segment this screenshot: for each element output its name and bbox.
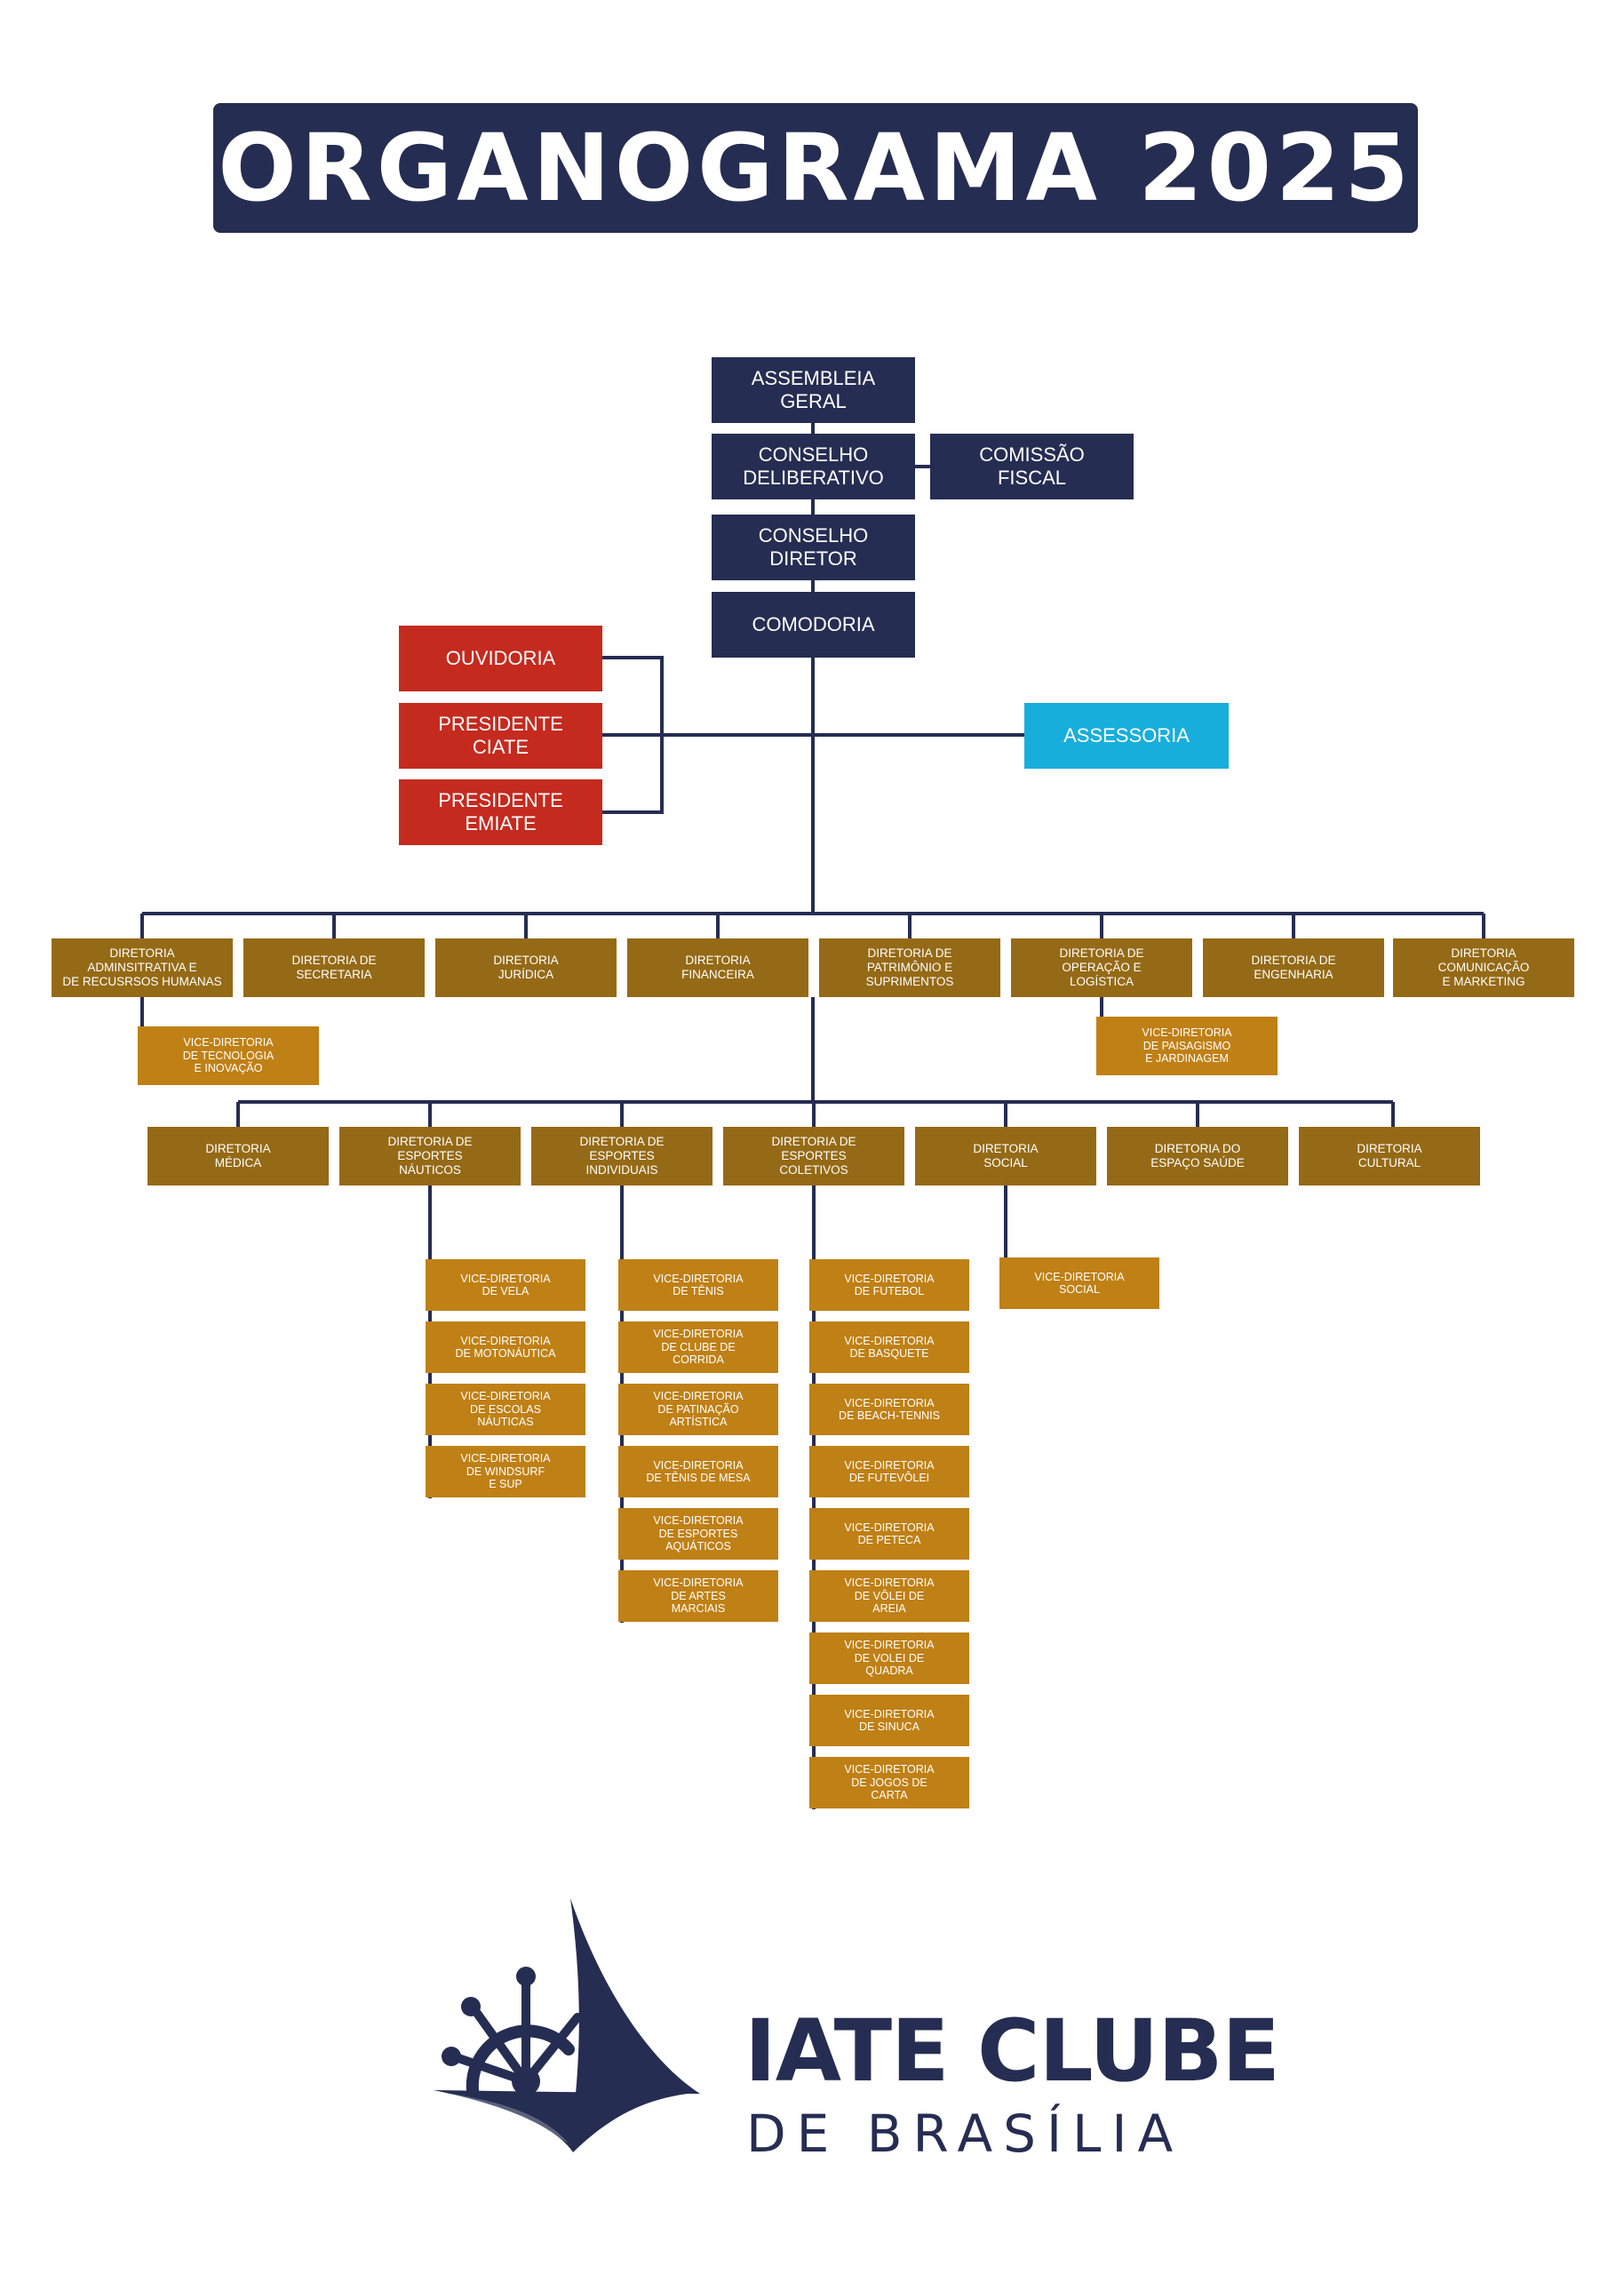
title-banner: ORGANOGRAMA 2025: [213, 103, 1418, 233]
box-vice-escolas-nauticas: VICE-DIRETORIA DE ESCOLAS NÁUTICAS: [426, 1384, 585, 1435]
box-vice-volei-quadra: VICE-DIRETORIA DE VOLEI DE QUADRA: [809, 1632, 969, 1684]
box-comissao-fiscal: COMISSÃO FISCAL: [930, 434, 1134, 499]
logo-subtitle: DE BRASÍLIA: [746, 2103, 1184, 2164]
box-vice-esportes-aquaticos: VICE-DIRETORIA DE ESPORTES AQUÁTICOS: [618, 1508, 778, 1560]
box-assessoria: ASSESSORIA: [1024, 703, 1229, 769]
box-vice-sinuca: VICE-DIRETORIA DE SINUCA: [809, 1695, 969, 1746]
box-vice-paisagismo: VICE-DIRETORIA DE PAISAGISMO E JARDINAGE…: [1096, 1017, 1278, 1075]
box-vice-peteca: VICE-DIRETORIA DE PETECA: [809, 1508, 969, 1560]
box-dir-individuais: DIRETORIA DE ESPORTES INDIVIDUAIS: [531, 1127, 712, 1185]
box-dir-administrativa: DIRETORIA ADMINSITRATIVA E DE RECUSRSOS …: [52, 938, 233, 997]
box-dir-comunicacao: DIRETORIA COMUNICAÇÃO E MARKETING: [1393, 938, 1574, 997]
box-vice-motonautica: VICE-DIRETORIA DE MOTONÁUTICA: [426, 1321, 585, 1373]
iate-clube-logo-icon: [434, 1898, 700, 2152]
box-vice-beach-tennis: VICE-DIRETORIA DE BEACH-TENNIS: [809, 1384, 969, 1435]
box-vice-volei-areia: VICE-DIRETORIA DE VÔLEI DE AREIA: [809, 1570, 969, 1622]
box-ouvidoria: OUVIDORIA: [399, 626, 602, 691]
box-vice-clube-corrida: VICE-DIRETORIA DE CLUBE DE CORRIDA: [618, 1321, 778, 1373]
page-title: ORGANOGRAMA 2025: [218, 114, 1413, 222]
box-conselho-deliberativo: CONSELHO DELIBERATIVO: [712, 434, 915, 499]
box-vice-jogos-carta: VICE-DIRETORIA DE JOGOS DE CARTA: [809, 1757, 969, 1808]
box-dir-secretaria: DIRETORIA DE SECRETARIA: [243, 938, 425, 997]
box-dir-engenharia: DIRETORIA DE ENGENHARIA: [1203, 938, 1384, 997]
box-dir-operacao: DIRETORIA DE OPERAÇÃO E LOGÍSTICA: [1011, 938, 1192, 997]
box-vice-tenis: VICE-DIRETORIA DE TÊNIS: [618, 1259, 778, 1311]
box-vice-futevolei: VICE-DIRETORIA DE FUTEVÔLEI: [809, 1446, 969, 1497]
box-vice-windsurf: VICE-DIRETORIA DE WINDSURF E SUP: [426, 1446, 585, 1497]
box-presidente-emiate: PRESIDENTE EMIATE: [399, 779, 602, 845]
box-dir-juridica: DIRETORIA JURÍDICA: [435, 938, 617, 997]
box-dir-patrimonio: DIRETORIA DE PATRIMÔNIO E SUPRIMENTOS: [819, 938, 1000, 997]
box-vice-vela: VICE-DIRETORIA DE VELA: [426, 1259, 585, 1311]
box-dir-coletivos: DIRETORIA DE ESPORTES COLETIVOS: [723, 1127, 904, 1185]
box-assembleia-geral: ASSEMBLEIA GERAL: [712, 357, 915, 423]
box-vice-artes-marciais: VICE-DIRETORIA DE ARTES MARCIAIS: [618, 1570, 778, 1622]
box-vice-patinacao: VICE-DIRETORIA DE PATINAÇÃO ARTÍSTICA: [618, 1384, 778, 1435]
box-presidente-ciate: PRESIDENTE CIATE: [399, 703, 602, 769]
box-vice-tenis-mesa: VICE-DIRETORIA DE TÊNIS DE MESA: [618, 1446, 778, 1497]
box-dir-cultural: DIRETORIA CULTURAL: [1299, 1127, 1480, 1185]
box-vice-social: VICE-DIRETORIA SOCIAL: [999, 1257, 1159, 1309]
box-dir-medica: DIRETORIA MÉDICA: [147, 1127, 329, 1185]
box-dir-nauticos: DIRETORIA DE ESPORTES NÁUTICOS: [339, 1127, 521, 1185]
connector-row1-drops: [140, 914, 1485, 938]
box-dir-social: DIRETORIA SOCIAL: [915, 1127, 1096, 1185]
logo-name: IATE CLUBE: [744, 2001, 1280, 2101]
box-conselho-diretor: CONSELHO DIRETOR: [712, 515, 915, 580]
box-dir-espaco-saude: DIRETORIA DO ESPAÇO SAÚDE: [1107, 1127, 1288, 1185]
box-comodoria: COMODORIA: [712, 592, 915, 658]
box-dir-financeira: DIRETORIA FINANCEIRA: [627, 938, 808, 997]
connector-row2-drops: [236, 1102, 1395, 1127]
box-vice-futebol: VICE-DIRETORIA DE FUTEBOL: [809, 1259, 969, 1311]
box-vice-basquete: VICE-DIRETORIA DE BASQUETE: [809, 1321, 969, 1373]
box-vice-tecnologia: VICE-DIRETORIA DE TECNOLOGIA E INOVAÇÃO: [138, 1026, 319, 1085]
